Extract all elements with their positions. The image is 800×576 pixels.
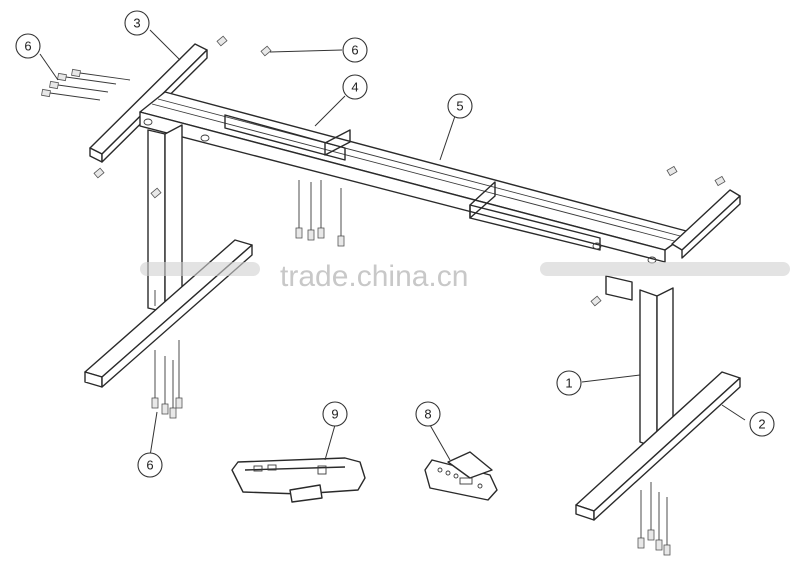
leader-lines xyxy=(39,29,746,461)
callout-label: 6 xyxy=(24,39,31,54)
crossbeam-assembly xyxy=(139,91,691,264)
callout-label: 9 xyxy=(331,407,338,422)
keypad xyxy=(424,451,498,501)
screw-set-left-foot xyxy=(151,340,183,419)
callout-label: 5 xyxy=(456,99,463,114)
callout-6-top-center: 6 xyxy=(342,37,368,63)
screw-set-right-bracket xyxy=(93,35,726,307)
callout-3: 3 xyxy=(124,10,150,36)
watermark-text: trade.china.cn xyxy=(280,260,468,293)
control-box xyxy=(231,457,366,503)
callout-label: 8 xyxy=(424,407,431,422)
right-foot xyxy=(575,371,741,521)
callout-label: 6 xyxy=(351,43,358,58)
callout-6-bottom-left: 6 xyxy=(137,452,163,478)
right-leg-column xyxy=(605,275,674,449)
callout-label: 6 xyxy=(146,458,153,473)
screw-set-top-left xyxy=(41,68,131,101)
callout-9: 9 xyxy=(322,401,348,427)
right-top-bracket xyxy=(671,189,741,259)
callout-8: 8 xyxy=(415,401,441,427)
callout-label: 4 xyxy=(351,80,358,95)
callout-label: 1 xyxy=(565,376,572,391)
callout-6-top-left: 6 xyxy=(15,33,41,59)
callout-5: 5 xyxy=(447,93,473,119)
callout-1: 1 xyxy=(556,370,582,396)
callout-label: 2 xyxy=(758,417,765,432)
watermark: trade.china.cn xyxy=(140,260,790,293)
callout-4: 4 xyxy=(342,74,368,100)
screw-set-under-beam xyxy=(295,180,345,247)
callout-2: 2 xyxy=(749,411,775,437)
callout-label: 3 xyxy=(133,16,140,31)
screw-set-right-foot xyxy=(637,482,671,556)
left-leg-column xyxy=(147,124,183,313)
